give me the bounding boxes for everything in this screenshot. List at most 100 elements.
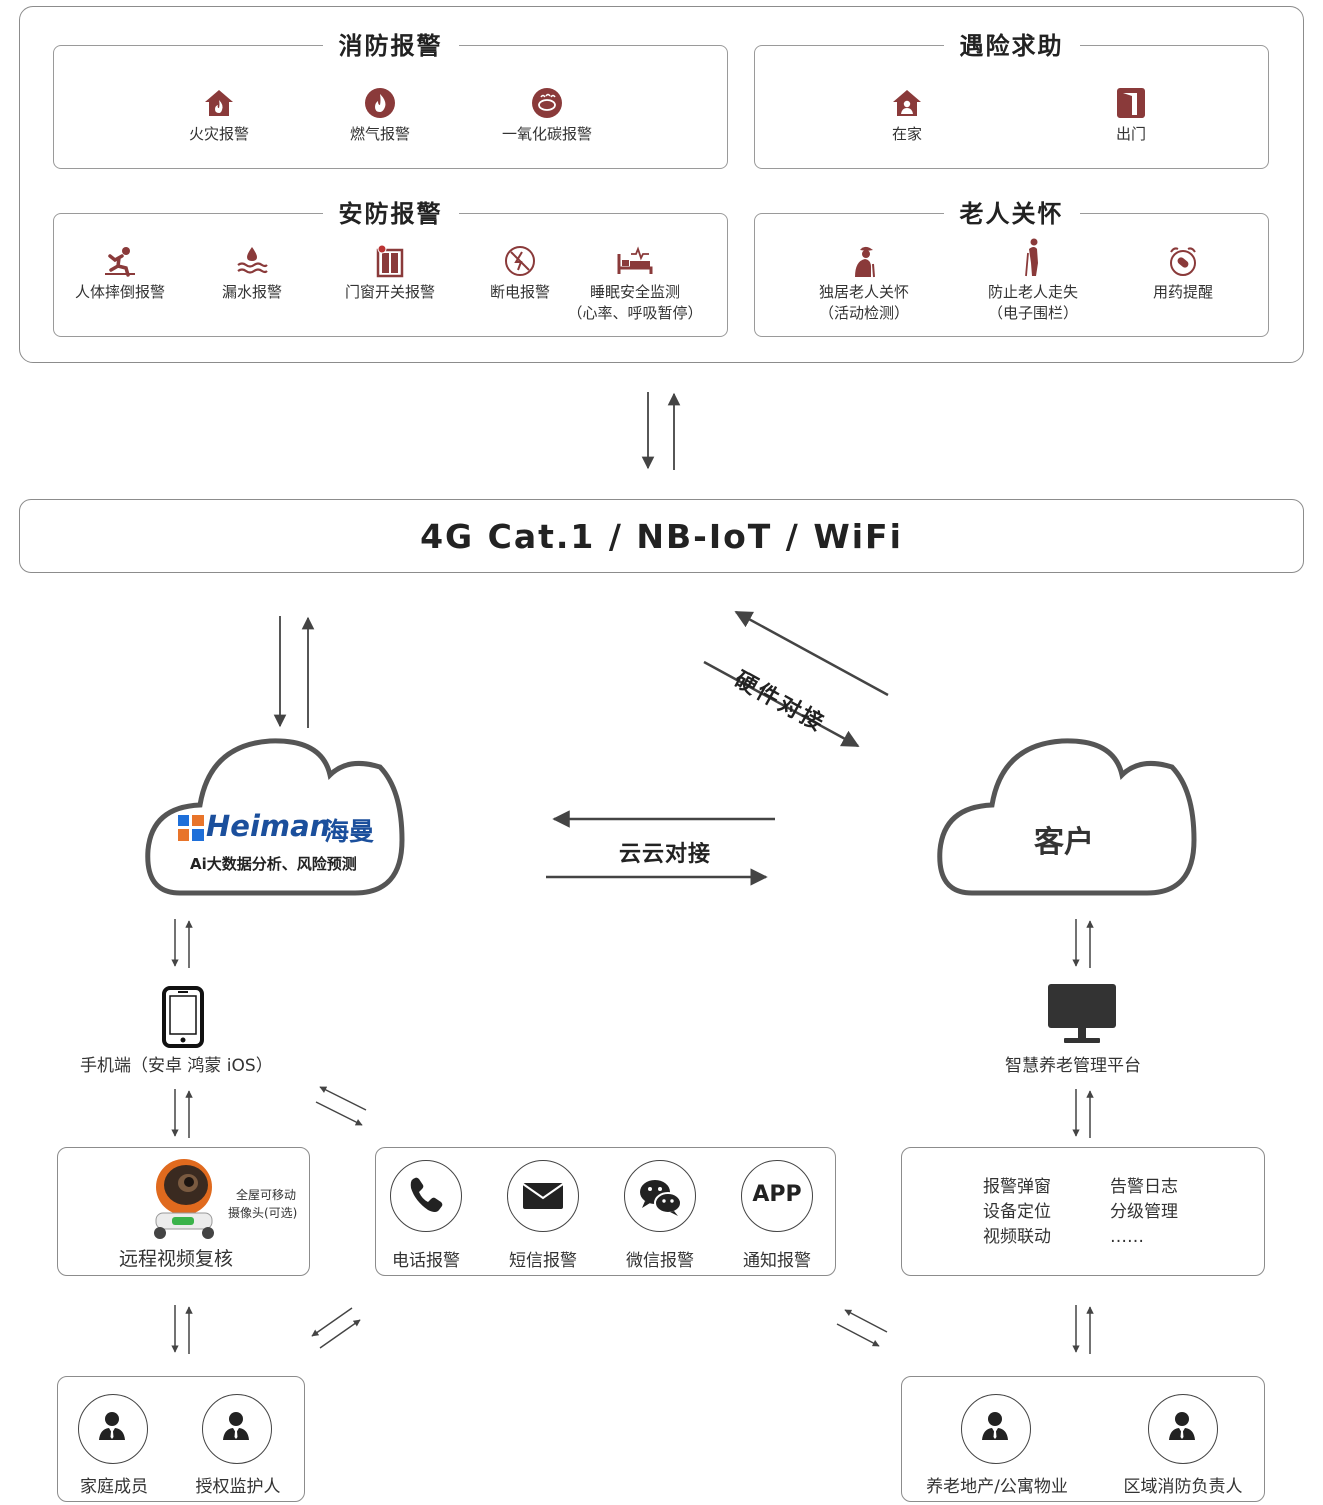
platform-features-box [901,1147,1265,1276]
gas-label: 燃气报警 [349,125,410,143]
bed-icon [617,246,653,274]
phone-notify-arrows [315,1086,367,1126]
video-note-1: 全屋可移动 [236,1188,297,1202]
medicine-item: 用药提醒 [1118,244,1248,303]
anti-lost-item: 防止老人走失 （电子围栏） [958,238,1108,324]
security-alarm-title: 安防报警 [322,194,459,229]
robot-camera-icon [154,1159,214,1239]
door-icon [1117,88,1145,118]
fire-officer-avatar [1148,1394,1218,1464]
out-label: 出门 [1115,125,1146,143]
water-leak-icon [237,247,268,274]
app-icon: APP [752,1182,802,1207]
sms-alarm-label: 短信报警 [509,1251,577,1271]
fire-item: 火灾报警 [154,86,284,145]
phone-video-arrows [171,1089,193,1138]
heiman-logo-mark-icon [178,815,204,841]
heiman-brand: Heiman [206,809,331,843]
feature-log: 告警日志 [1110,1177,1178,1197]
home-person-icon [893,90,921,116]
person-icon [99,1412,125,1440]
person-icon [223,1412,249,1440]
elder-cane-icon [1025,238,1038,277]
heiman-cloud [145,738,405,896]
flame-icon [365,88,395,118]
network-heiman-arrows [273,616,315,728]
fall-label: 人体摔倒报警 [74,283,165,301]
person-icon [1169,1412,1195,1440]
family-member-label: 家庭成员 [80,1477,148,1497]
sleep-item: 睡眠安全监测 （心率、呼吸暂停） [550,244,720,324]
window-label: 门窗开关报警 [344,283,435,301]
elder-icon [855,246,875,278]
smartphone-icon [162,986,204,1048]
guardian-label: 授权监护人 [195,1477,281,1497]
panel-network-arrows [641,392,681,470]
phone-call-circle [390,1160,462,1232]
guardian-avatar [202,1394,272,1464]
app-alarm-label: 通知报警 [743,1251,811,1271]
power-label: 断电报警 [489,283,550,301]
hardware-link-arrows [703,610,889,748]
features-property-arrows [1072,1305,1094,1354]
client-platform-arrows [1072,919,1094,968]
platform-features-arrows [1072,1089,1094,1138]
network-label: 4G Cat.1 / NB-IoT / WiFi [420,517,903,556]
window-icon [376,244,404,278]
gas-item: 燃气报警 [315,86,445,145]
feature-popup: 报警弹窗 [983,1177,1051,1197]
fall-item: 人体摔倒报警 [55,244,185,303]
fire-label: 火灾报警 [188,125,249,143]
house-fire-icon [205,90,233,116]
feature-level: 分级管理 [1110,1202,1178,1222]
video-label: 远程视频复核 [119,1248,234,1270]
water-item: 漏水报警 [187,244,317,303]
cloud-link-label: 云云对接 [619,842,712,867]
video-family-arrows [171,1305,193,1354]
notify-family-arrows [311,1307,361,1349]
client-cloud [937,738,1197,896]
home-item: 在家 [842,86,972,145]
monitor-icon [1048,984,1116,1043]
notify-property-arrows [836,1309,888,1347]
client-cloud-label: 客户 [1034,825,1094,860]
heiman-logo: Heiman 海曼 [178,809,378,849]
lonely-elder-item: 独居老人关怀 （活动检测） [789,244,939,324]
elderly-care-title: 老人关怀 [943,194,1080,229]
video-note-2: 摄像头(可选) [228,1206,298,1220]
distress-help-title: 遇险求助 [943,26,1080,61]
cloud-link-arrows [546,810,775,886]
phone-label: 手机端（安卓 鸿蒙 iOS） [80,1056,273,1076]
fire-alarm-group: 消防报警 火灾报警 燃气报警 一氧化碳报警 [53,26,728,169]
heiman-tagline: Ai大数据分析、风险预测 [190,855,357,873]
water-label: 漏水报警 [221,283,282,301]
platform-label: 智慧养老管理平台 [1005,1056,1141,1076]
security-alarm-group: 安防报警 人体摔倒报警 漏水报警 门窗开关报警 断电报警 [53,194,728,337]
lonely-elder-sublabel: （活动检测） [818,304,909,322]
network-bar: 4G Cat.1 / NB-IoT / WiFi [19,499,1304,573]
wechat-circle [624,1160,696,1232]
co-item: 一氧化碳报警 [482,86,612,145]
power-item: 断电报警 [455,244,585,303]
family-member-avatar [78,1394,148,1464]
lonely-elder-label: 独居老人关怀 [818,283,909,301]
co-label: 一氧化碳报警 [501,125,592,143]
app-notify-circle: APP [741,1160,813,1232]
anti-lost-label: 防止老人走失 [987,283,1078,301]
feature-locate: 设备定位 [983,1202,1051,1222]
phone-alarm-label: 电话报警 [392,1251,460,1271]
sms-circle [507,1160,579,1232]
features-col-1: 报警弹窗 设备定位 视频联动 [983,1175,1051,1250]
feature-video-link: 视频联动 [983,1227,1051,1247]
elderly-care-group: 老人关怀 独居老人关怀 （活动检测） 防止老人走失 （电子围栏） 用药提醒 [754,194,1269,337]
mail-icon [522,1183,564,1209]
out-item: 出门 [1066,86,1196,145]
property-manager-label: 养老地产/公寓物业 [926,1477,1068,1497]
fire-officer-label: 区域消防负责人 [1123,1477,1243,1497]
power-off-icon [505,246,535,276]
wechat-alarm-label: 微信报警 [626,1251,694,1271]
features-col-2: 告警日志 分级管理 …… [1110,1175,1178,1250]
pill-clock-icon [1170,247,1196,276]
anti-lost-sublabel: （电子围栏） [987,304,1078,322]
sleep-label: 睡眠安全监测 [589,283,680,301]
